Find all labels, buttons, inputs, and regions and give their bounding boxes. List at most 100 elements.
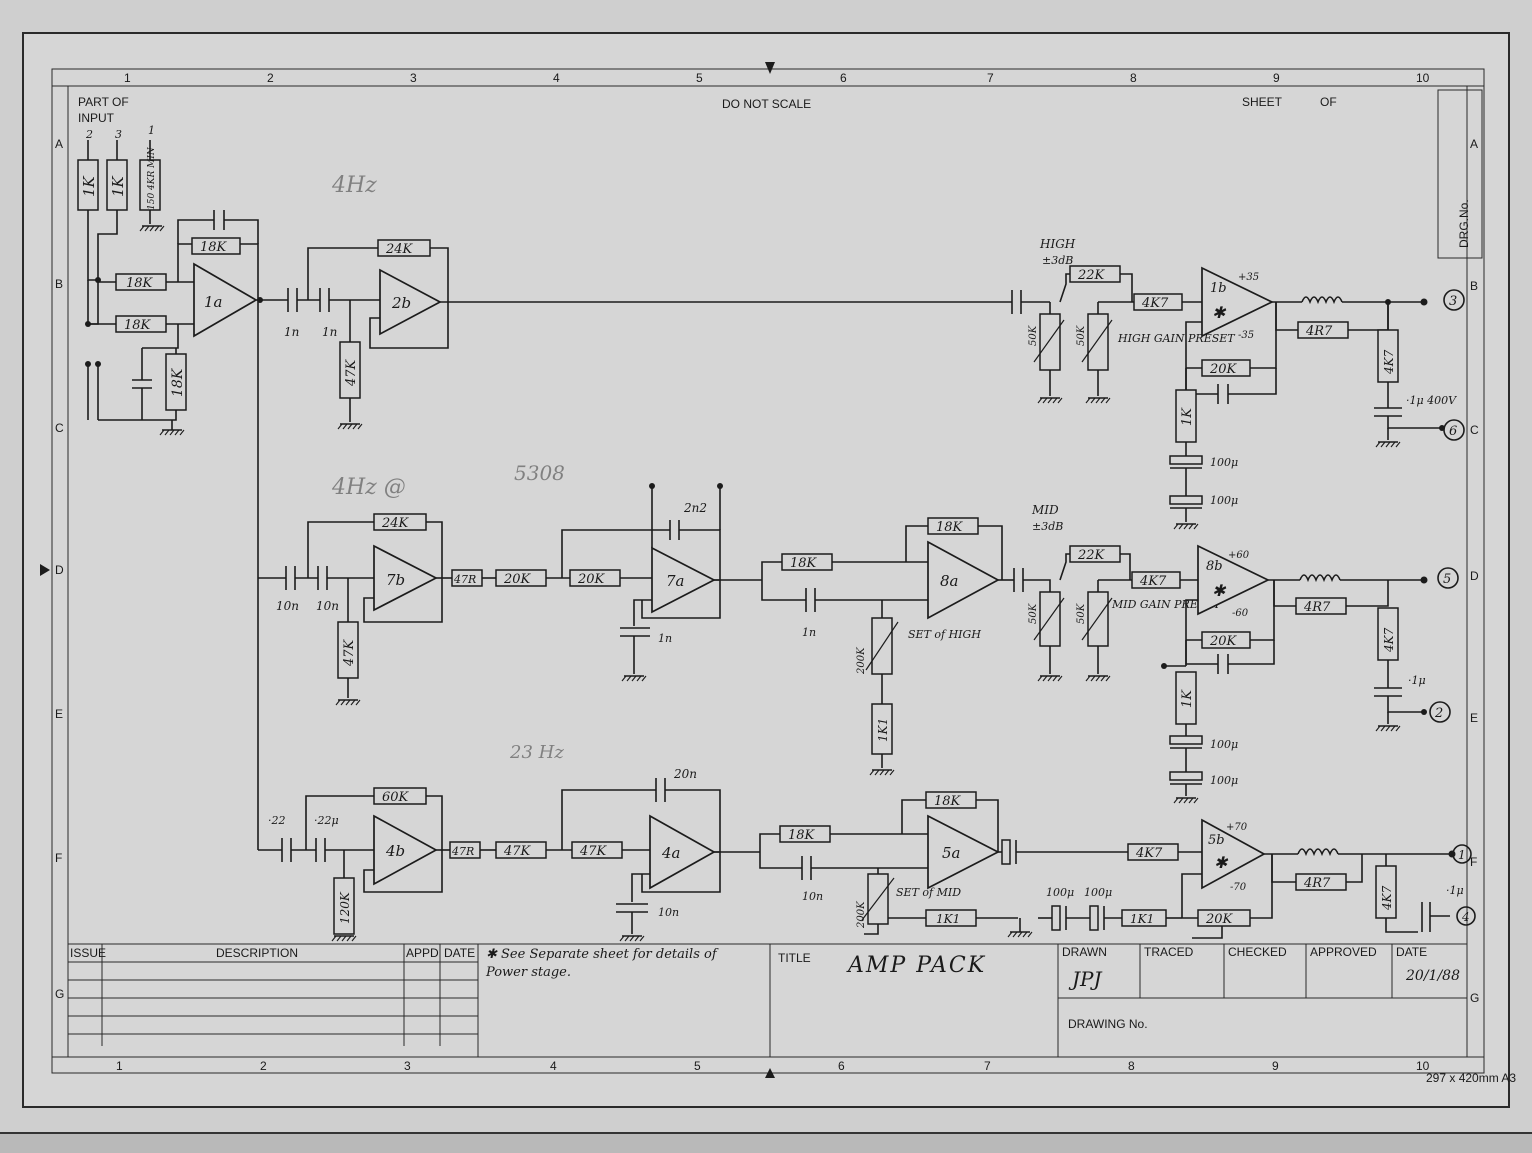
col-5-bottom: 5 <box>694 1059 701 1073</box>
col-7: 7 <box>987 71 994 85</box>
col-2: 2 <box>267 71 274 85</box>
row-c: C <box>55 421 64 435</box>
set-mid-label: SET of MID <box>896 886 961 899</box>
c-2n2-label: 2n2 <box>683 501 707 515</box>
opamp-1a-label: 1a <box>204 293 223 311</box>
output-terminal-2 <box>1429 701 1451 723</box>
r-47k-c-label: 47K <box>503 844 532 859</box>
checked-label: CHECKED <box>1228 945 1287 959</box>
c-10n-5a-label: 10n <box>802 890 823 903</box>
row-b-right: B <box>1470 279 1478 293</box>
row-e: E <box>55 707 63 721</box>
rail-m35-label: -35 <box>1238 330 1254 341</box>
row-a-right: A <box>1470 137 1478 151</box>
pot-200k-a-label: 200K <box>856 647 867 675</box>
high-db-label: ±3dB <box>1042 254 1073 267</box>
set-high-label: SET of HIGH <box>908 628 981 641</box>
r-24k-a-label: 24K <box>385 242 414 257</box>
c-100u-a-label: 100μ <box>1210 456 1238 469</box>
r-22k-high-label: 22K <box>1077 268 1106 283</box>
title-label: TITLE <box>778 951 811 965</box>
r-4k7-high-in-label: 4K7 <box>1141 296 1169 311</box>
pencil-note-low: 23 Hz <box>509 742 564 763</box>
r-1k1-b-label: 1K1 <box>936 912 960 926</box>
drg-no-box <box>1437 89 1483 259</box>
col-1-bottom: 1 <box>116 1059 123 1073</box>
row-a: A <box>55 137 63 151</box>
inner-frame <box>51 68 1485 1074</box>
approved-label: APPROVED <box>1310 945 1377 959</box>
power-stage-star-icon-2: ✱ <box>1212 581 1227 600</box>
c-22-b-label: ·22μ <box>314 814 339 827</box>
r-20k-b-label: 20K <box>577 572 606 587</box>
r-18k-fb-1a-label: 18K <box>200 240 228 255</box>
c-100u-c-label: 100μ <box>1210 738 1238 751</box>
opamp-7a-label: 7a <box>666 572 685 590</box>
opamp-8b-label: 8b <box>1206 559 1223 574</box>
opamp-7b <box>373 544 438 612</box>
r-60k-label: 60K <box>382 790 410 805</box>
opamp-8a-label: 8a <box>940 572 959 590</box>
r-47k-d-label: 47K <box>579 844 608 859</box>
pot-50k-high-a <box>1039 313 1061 371</box>
opamp-5b <box>1201 818 1266 890</box>
opamp-7a <box>651 546 716 614</box>
r-24k-b-label: 24K <box>381 516 410 531</box>
opamp-4b <box>373 814 438 886</box>
r-20k-high-fb-label: 20K <box>1209 362 1238 377</box>
r-4r7-high-label: 4R7 <box>1305 324 1333 339</box>
opamp-4a <box>649 814 716 890</box>
row-e-right: E <box>1470 711 1478 725</box>
r-47k-a-label: 47K <box>344 358 359 387</box>
column-markers: 1 2 3 4 5 6 7 8 9 10 1 2 3 4 5 6 7 8 9 1… <box>116 71 1430 1073</box>
row-b: B <box>55 277 63 291</box>
col-10: 10 <box>1416 71 1430 85</box>
r-4k7-high-out-label: 4K7 <box>1382 349 1396 375</box>
col-3-bottom: 3 <box>404 1059 411 1073</box>
r-1k-high-label: 1K <box>1180 407 1195 426</box>
row-f-right: F <box>1470 855 1477 869</box>
c-100u-f-label: 100μ <box>1084 886 1112 899</box>
opamp-5b-label: 5b <box>1208 833 1225 848</box>
c-100u-e-label: 100μ <box>1046 886 1074 899</box>
issue-header: ISSUE <box>70 946 106 960</box>
pin-3: 3 <box>115 128 122 141</box>
pencil-note-mid-a: 4Hz @ <box>331 475 406 500</box>
r-18k-8a-in-label: 18K <box>790 556 818 571</box>
r-1k1-e-label: 1K1 <box>1130 912 1154 926</box>
opamp-4b-label: 4b <box>385 842 405 860</box>
inductor-mid <box>1299 574 1341 583</box>
schematic-sheet: 1 2 3 4 5 6 7 8 9 10 1 2 3 4 5 6 7 8 9 1… <box>22 32 1516 1108</box>
c-100u-d-label: 100μ <box>1210 774 1238 787</box>
pot-200k-b-label: 200K <box>856 901 867 929</box>
high-label: HIGH <box>1039 237 1076 251</box>
low-channel: 4K7 5b ✱ +70 -70 20K 100μ 100μ 1K1 4R7 4… <box>1038 818 1476 939</box>
appd-header: APPD <box>406 946 439 960</box>
col-9-bottom: 9 <box>1272 1059 1279 1073</box>
r-4k7-mid-in-label: 4K7 <box>1139 574 1167 589</box>
pot-50k-mid-a-label: 50K <box>1028 603 1039 624</box>
power-stage-star-icon: ✱ <box>1212 303 1227 322</box>
power-stage-star-icon-3: ✱ <box>1214 853 1229 872</box>
date-label: DATE <box>1396 945 1427 959</box>
inductor-low <box>1297 848 1339 857</box>
r-18k-fb-1a <box>191 237 241 255</box>
drawn-label: DRAWN <box>1062 945 1107 959</box>
stage-1a: 18K 18K 1a 18K 18K <box>88 210 288 850</box>
opamp-4a-label: 4a <box>661 844 681 862</box>
c-10n-c-label: 10n <box>658 906 679 919</box>
rail-m70-label: -70 <box>1230 882 1247 893</box>
pencil-note-mid-b: 5308 <box>514 461 565 485</box>
pot-50k-high-b-label: 50K <box>1076 325 1087 346</box>
pot-50k-mid-b-label: 50K <box>1076 603 1087 624</box>
output-terminal-5 <box>1437 567 1459 589</box>
r-18k-in1-label: 18K <box>126 276 154 291</box>
col-4-bottom: 4 <box>550 1059 557 1073</box>
r-18k-8a-fb-label: 18K <box>936 520 964 535</box>
r-4r7-mid-label: 4R7 <box>1303 600 1331 615</box>
r-1k-a-label: 1K1 <box>876 718 890 742</box>
high-gain-preset-label: HIGH GAIN PRESET <box>1117 332 1236 345</box>
col-6: 6 <box>840 71 847 85</box>
row-g-right: G <box>1470 991 1479 1005</box>
col-2-bottom: 2 <box>260 1059 267 1073</box>
